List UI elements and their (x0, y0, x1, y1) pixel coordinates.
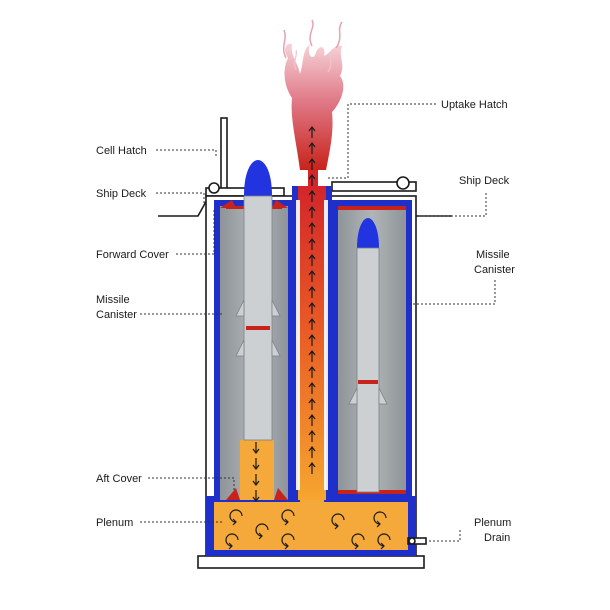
arrow-icon (308, 190, 316, 202)
label-ship-deck-right: Ship Deck (459, 175, 510, 187)
right-hatch (331, 176, 417, 192)
arrow-icon (252, 474, 260, 486)
arrow-icon (308, 238, 316, 250)
arrow-icon (308, 126, 316, 138)
arrow-icon (308, 430, 316, 442)
arrow-icon (308, 206, 316, 218)
flow-arrows (252, 126, 316, 502)
swirl-arrowhead-icon (284, 542, 289, 550)
arrow-icon (308, 142, 316, 154)
label-uptake-hatch: Uptake Hatch (441, 99, 508, 111)
left-missile (235, 160, 281, 441)
swirl-arrowhead-icon (354, 542, 359, 550)
arrow-icon (308, 158, 316, 170)
label-plenum: Plenum (96, 517, 133, 529)
swirl-arrowhead-icon (232, 518, 237, 526)
label-plenum-drain-line2: Drain (484, 532, 510, 544)
arrow-icon (252, 490, 260, 502)
arrow-icon (308, 446, 316, 458)
label-plenum-drain: Plenum (474, 517, 511, 529)
arrow-icon (308, 398, 316, 410)
swirl-icon (225, 533, 239, 547)
swirl-arrowhead-icon (376, 520, 381, 528)
swirl-icon (351, 533, 365, 547)
aft-cover (226, 488, 288, 500)
swirl-icon (229, 509, 243, 523)
arrow-icon (308, 350, 316, 362)
label-missile-canister-right: Missile (476, 249, 510, 261)
exhaust-plume-icon (282, 19, 344, 170)
arrow-icon (308, 254, 316, 266)
swirl-icon (281, 533, 295, 547)
label-forward-cover: Forward Cover (96, 249, 169, 261)
arrow-icon (308, 414, 316, 426)
right-missile (348, 218, 388, 493)
swirl-arrowhead-icon (228, 542, 233, 550)
arrow-icon (308, 270, 316, 282)
label-missile-canister-left-line2: Canister (96, 309, 137, 321)
arrow-icon (308, 222, 316, 234)
missile-nose-icon (244, 160, 272, 196)
swirl-arrowhead-icon (380, 542, 385, 550)
arrow-icon (308, 382, 316, 394)
swirl-icon (331, 513, 345, 527)
arrow-icon (308, 286, 316, 298)
label-missile-canister-right-line2: Canister (474, 264, 515, 276)
label-aft-cover: Aft Cover (96, 473, 142, 485)
arrow-icon (308, 302, 316, 314)
arrow-icon (308, 366, 316, 378)
label-cell-hatch: Cell Hatch (96, 145, 147, 157)
arrow-icon (308, 462, 316, 474)
arrow-icon (252, 458, 260, 470)
label-ship-deck-left: Ship Deck (96, 188, 147, 200)
missile-nose-icon (357, 218, 379, 248)
swirl-icon (281, 509, 295, 523)
plenum-drain (407, 537, 427, 545)
swirl-arrowhead-icon (284, 518, 289, 526)
swirl-icon (373, 511, 387, 525)
swirl-arrowhead-icon (334, 522, 339, 530)
arrow-icon (308, 174, 316, 186)
plenum-swirls (225, 509, 391, 550)
leader-lines (140, 103, 496, 542)
swirl-icon (377, 533, 391, 547)
arrow-icon (308, 334, 316, 346)
labels: Cell Hatch Ship Deck Forward Cover Missi… (96, 99, 515, 544)
arrow-icon (252, 442, 260, 454)
swirl-arrowhead-icon (258, 532, 263, 540)
swirl-icon (255, 523, 269, 537)
arrow-icon (308, 318, 316, 330)
label-missile-canister-left: Missile (96, 294, 130, 306)
